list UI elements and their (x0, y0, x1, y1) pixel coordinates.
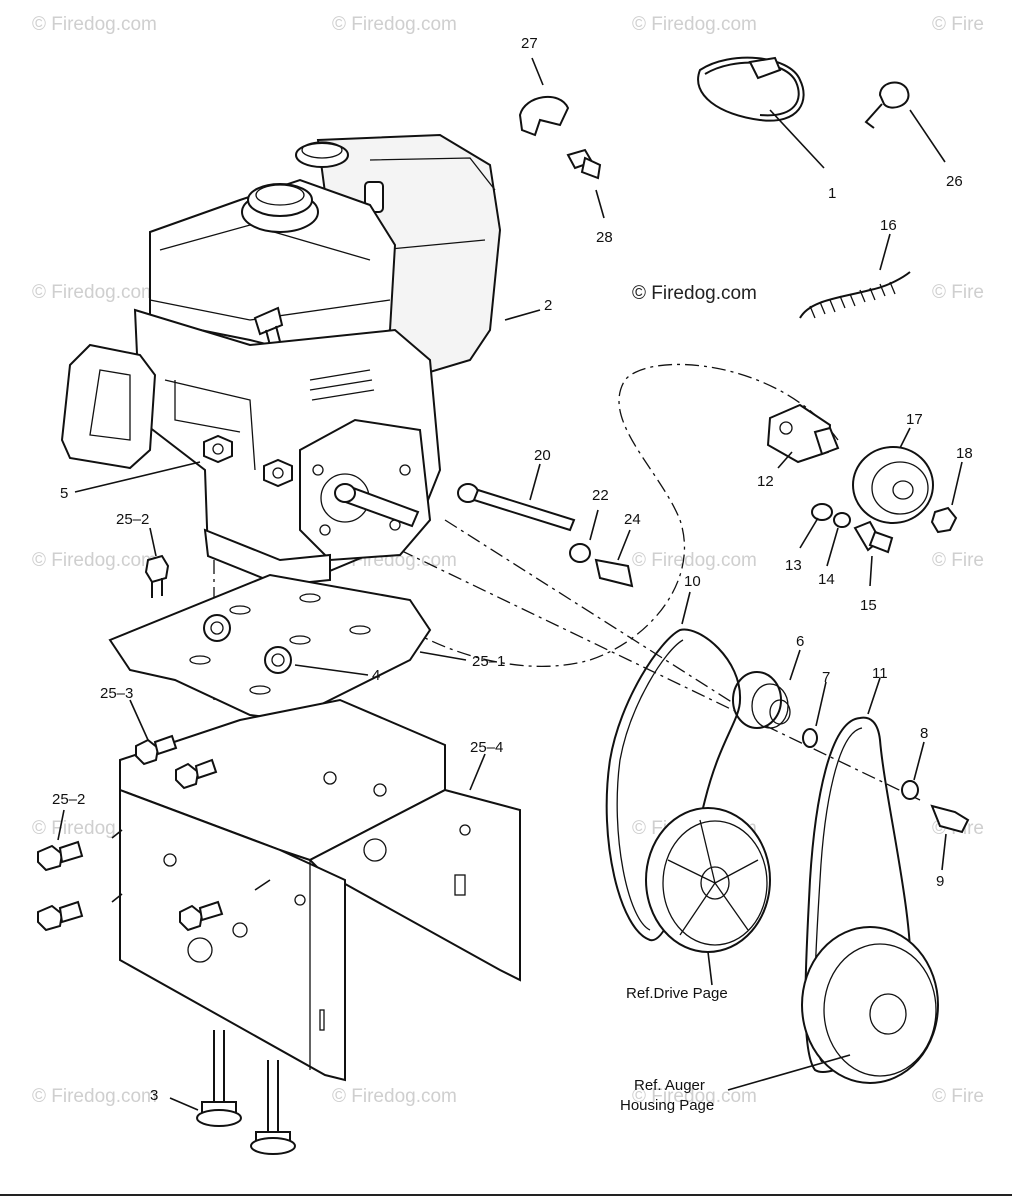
callout-20: 20 (534, 447, 551, 464)
callout-17: 17 (906, 411, 923, 428)
callout-4: 4 (372, 667, 380, 684)
watermark: © Fire (932, 14, 984, 35)
watermark: © Firedog.com (32, 282, 157, 303)
callout-25-2-top: 25–2 (116, 511, 149, 528)
callout-25-4: 25–4 (470, 739, 503, 756)
callout-13: 13 (785, 557, 802, 574)
callout-11: 11 (872, 665, 888, 682)
copyright-notice: © Firedog.com (632, 283, 757, 304)
callout-25-3: 25–3 (100, 685, 133, 702)
ref-auger-line2: Housing Page (620, 1097, 714, 1114)
callout-2: 2 (544, 297, 552, 314)
pulley-belt-assembly (605, 628, 970, 1084)
callout-28: 28 (596, 229, 613, 246)
leader-lines (57, 57, 963, 1111)
callout-18: 18 (956, 445, 973, 462)
watermark: © Firedog.com (32, 14, 157, 35)
callout-12: 12 (757, 473, 774, 490)
callout-3: 3 (150, 1087, 158, 1104)
callout-14: 14 (818, 571, 835, 588)
idler-assembly (766, 403, 958, 554)
ref-drive-page: Ref.Drive Page (626, 985, 728, 1002)
frame-assembly (119, 698, 521, 1082)
callout-22: 22 (592, 487, 609, 504)
callout-16: 16 (880, 217, 897, 234)
callout-8: 8 (920, 725, 928, 742)
callout-26: 26 (946, 173, 963, 190)
callout-25-1: 25–1 (472, 653, 505, 670)
bottom-rule (0, 1194, 1012, 1196)
fasteners (37, 554, 296, 1155)
callout-15: 15 (860, 597, 877, 614)
watermark: © Fire (932, 1086, 984, 1107)
ref-auger-line1: Ref. Auger (634, 1077, 705, 1094)
callout-labels: 27 1 26 28 16 2 17 18 12 20 22 24 13 14 … (52, 35, 973, 1104)
callout-24: 24 (624, 511, 641, 528)
callout-7: 7 (822, 669, 830, 686)
mount-plate-assembly (108, 573, 432, 722)
reference-labels: Ref.Drive Page Ref. Auger Housing Page (620, 985, 728, 1114)
watermark: © Firedog.com (332, 14, 457, 35)
watermark: © Firedog.com (632, 550, 757, 571)
callout-27: 27 (521, 35, 538, 52)
callout-9: 9 (936, 873, 944, 890)
callout-25-2-lower: 25–2 (52, 791, 85, 808)
callout-6: 6 (796, 633, 804, 650)
crankshaft-hardware (457, 483, 634, 588)
callout-10: 10 (684, 573, 701, 590)
watermark: © Fire (932, 282, 984, 303)
watermark: © Fire (932, 550, 984, 571)
watermark: © Firedog.com (332, 1086, 457, 1107)
watermark: © Firedog.com (632, 1086, 757, 1107)
watermark: © Firedog.com (32, 550, 157, 571)
watermark: © Firedog.com (32, 1086, 157, 1107)
small-parts (518, 56, 911, 319)
watermark: © Firedog.com (632, 14, 757, 35)
engine-assembly (60, 133, 502, 587)
callout-5: 5 (60, 485, 68, 502)
callout-1: 1 (828, 185, 836, 202)
